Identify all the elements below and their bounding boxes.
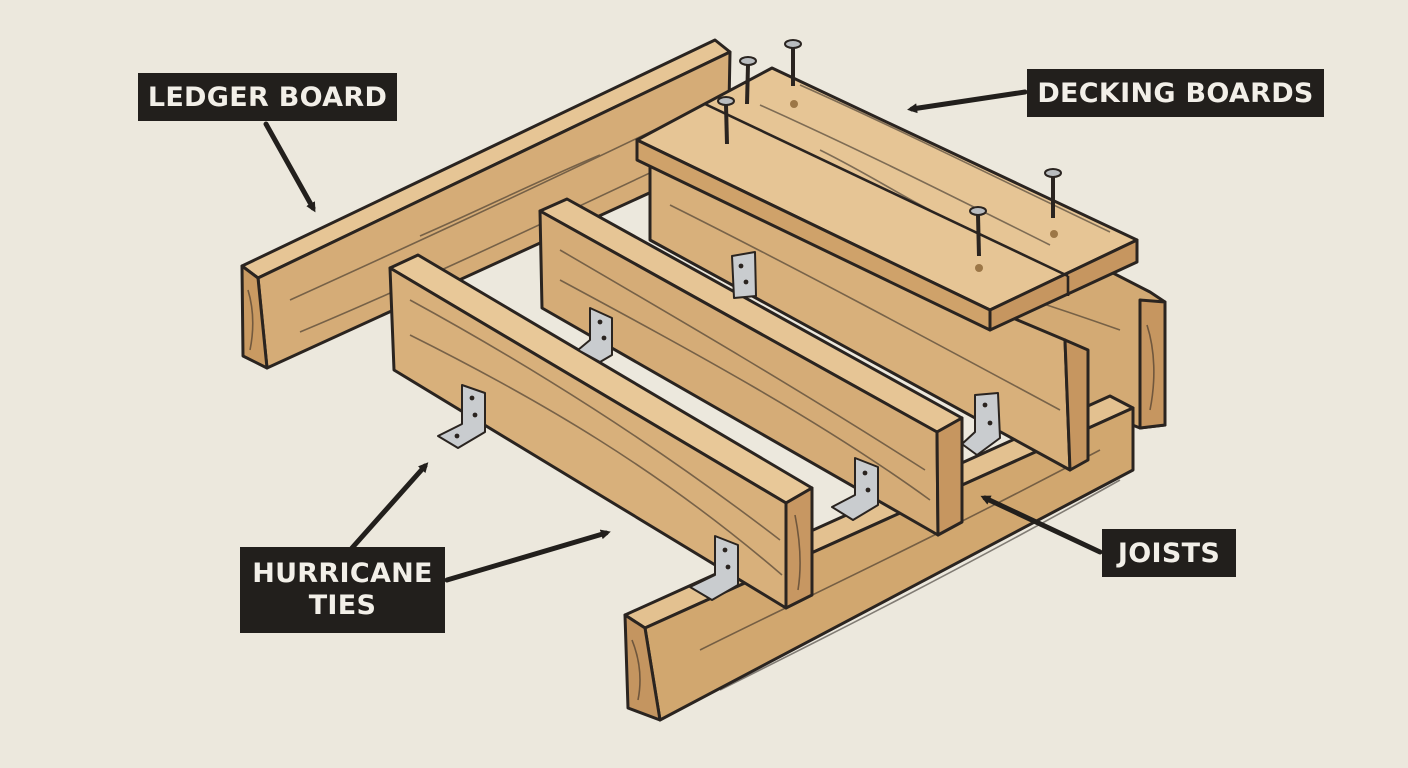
ledger-board-label: LEDGER BOARD: [138, 73, 397, 121]
hurricane-tie: [961, 392, 1001, 456]
joists-label: JOISTS: [1102, 529, 1236, 577]
screw: [717, 96, 735, 145]
ledger-board-arrow: [263, 121, 316, 213]
ledger-board: [240, 38, 732, 370]
decking-boards-arrow: [907, 89, 1028, 114]
screw: [1044, 168, 1062, 218]
hurricane-ties-label-line2: TIES: [308, 590, 377, 621]
hurricane-ties-label: HURRICANE TIES: [240, 547, 445, 633]
middle-joist: [538, 197, 964, 537]
hurricane-tie: [437, 384, 486, 449]
hurricane-ties-arrow-lower: [444, 529, 611, 583]
decking-boards: [635, 66, 1139, 332]
hurricane-tie: [689, 535, 739, 601]
rear-joist: [648, 163, 1090, 472]
screw-holes: [790, 100, 1058, 272]
decking-boards-label: DECKING BOARDS: [1027, 69, 1324, 117]
joists-arrow: [980, 495, 1103, 555]
hurricane-ties-arrow-upper: [349, 462, 429, 551]
hurricane-tie: [731, 251, 757, 299]
front-joist: [388, 253, 814, 610]
screw: [969, 206, 987, 257]
hurricane-tie: [831, 457, 879, 521]
screw: [739, 56, 757, 105]
screw: [784, 39, 802, 86]
hurricane-tie: [577, 307, 613, 363]
hurricane-ties-label-line1: HURRICANE: [252, 558, 433, 589]
